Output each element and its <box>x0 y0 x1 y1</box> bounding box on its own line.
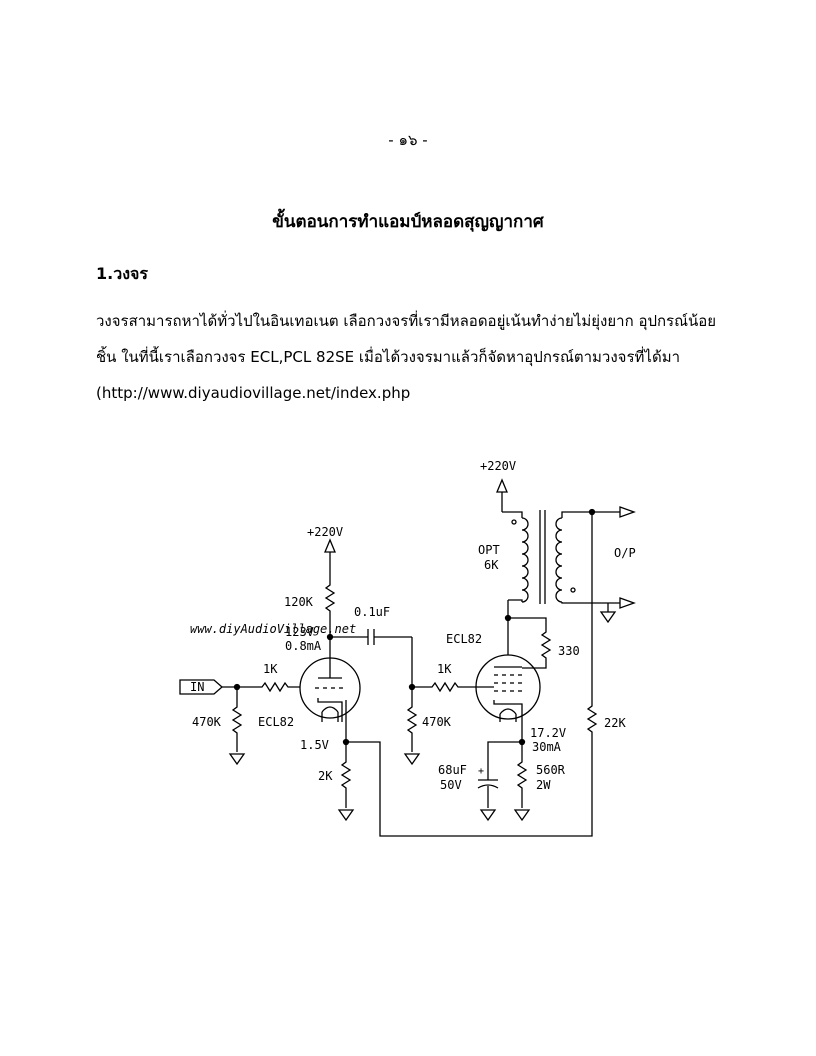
label-r560-watt: 2W <box>536 778 551 792</box>
label-cap-voltage: 50V <box>440 778 462 792</box>
label-r120k: 120K <box>284 595 314 609</box>
ground-output <box>599 611 617 624</box>
output-arrow-bottom <box>619 597 636 609</box>
resistor-470k-left <box>231 687 243 752</box>
resistor-120k <box>324 580 336 637</box>
label-cap-value: 68uF <box>438 763 467 777</box>
tube-ecl82-left <box>299 657 361 722</box>
output-arrow-top <box>619 506 636 518</box>
label-r1k-left: 1K <box>263 662 278 676</box>
page-number: - ๑๖ - <box>388 131 428 149</box>
resistor-2k <box>340 742 352 808</box>
amplifier-schematic: www.diyAudioVillage.net +220V 120K 123V … <box>179 459 636 837</box>
paragraph-line-1: วงจรสามารถหาได้ทั่วไปในอินเทอเนต เลือกวง… <box>96 312 717 330</box>
resistor-22k <box>586 702 598 737</box>
supply-arrow-left <box>324 538 336 580</box>
output-transformer <box>502 510 620 604</box>
supply-arrow-right <box>496 478 508 512</box>
paragraph-line-3: (http://www.diyaudiovillage.net/index.ph… <box>96 384 411 402</box>
supply-label-right: +220V <box>480 459 516 473</box>
label-cathode-current-right: 30mA <box>532 740 562 754</box>
label-coupling-cap: 0.1uF <box>354 605 390 619</box>
label-cathode-voltage-right: 17.2V <box>530 726 566 740</box>
resistor-560r <box>516 742 528 808</box>
label-cathode-voltage: 1.5V <box>300 738 329 752</box>
paragraph-line-2: ชิ้น ในที่นี้เราเลือกวงจร ECL,PCL 82SE เ… <box>96 348 681 366</box>
label-opt-impedance: 6K <box>484 558 499 572</box>
label-r470k-left: 470K <box>192 715 222 729</box>
label-input: IN <box>190 680 204 694</box>
schematic-watermark: www.diyAudioVillage.net <box>190 622 356 636</box>
label-output: O/P <box>614 546 636 560</box>
ground-3 <box>403 753 421 766</box>
resistor-1k-right <box>412 681 476 693</box>
label-r330: 330 <box>558 644 580 658</box>
ground-5 <box>513 809 531 822</box>
ground-1 <box>228 753 246 766</box>
label-tube-right: ECL82 <box>446 632 482 646</box>
page-heading: ขั้นตอนการทำแอมป์หลอดสุญญากาศ <box>272 212 544 232</box>
section-title: 1.วงจร <box>96 264 148 283</box>
coupling-capacitor <box>367 629 375 645</box>
label-tube-left: ECL82 <box>258 715 294 729</box>
ground-2 <box>337 809 355 822</box>
input-terminal[interactable] <box>179 679 223 695</box>
label-r2k: 2K <box>318 769 333 783</box>
resistor-330 <box>522 628 552 669</box>
label-opt: OPT <box>478 543 500 557</box>
ground-4 <box>479 809 497 822</box>
resistor-1k-left <box>258 681 300 693</box>
cathode-capacitor <box>477 779 499 808</box>
label-r470k-right: 470K <box>422 715 452 729</box>
label-r22k: 22K <box>604 716 626 730</box>
label-r560: 560R <box>536 763 566 777</box>
label-cap-polarity: + <box>478 766 484 777</box>
resistor-470k-right <box>406 687 418 752</box>
supply-label-left: +220V <box>307 525 343 539</box>
label-r1k-right: 1K <box>437 662 452 676</box>
label-plate-voltage: 123V <box>285 625 314 639</box>
label-plate-current: 0.8mA <box>285 639 322 653</box>
